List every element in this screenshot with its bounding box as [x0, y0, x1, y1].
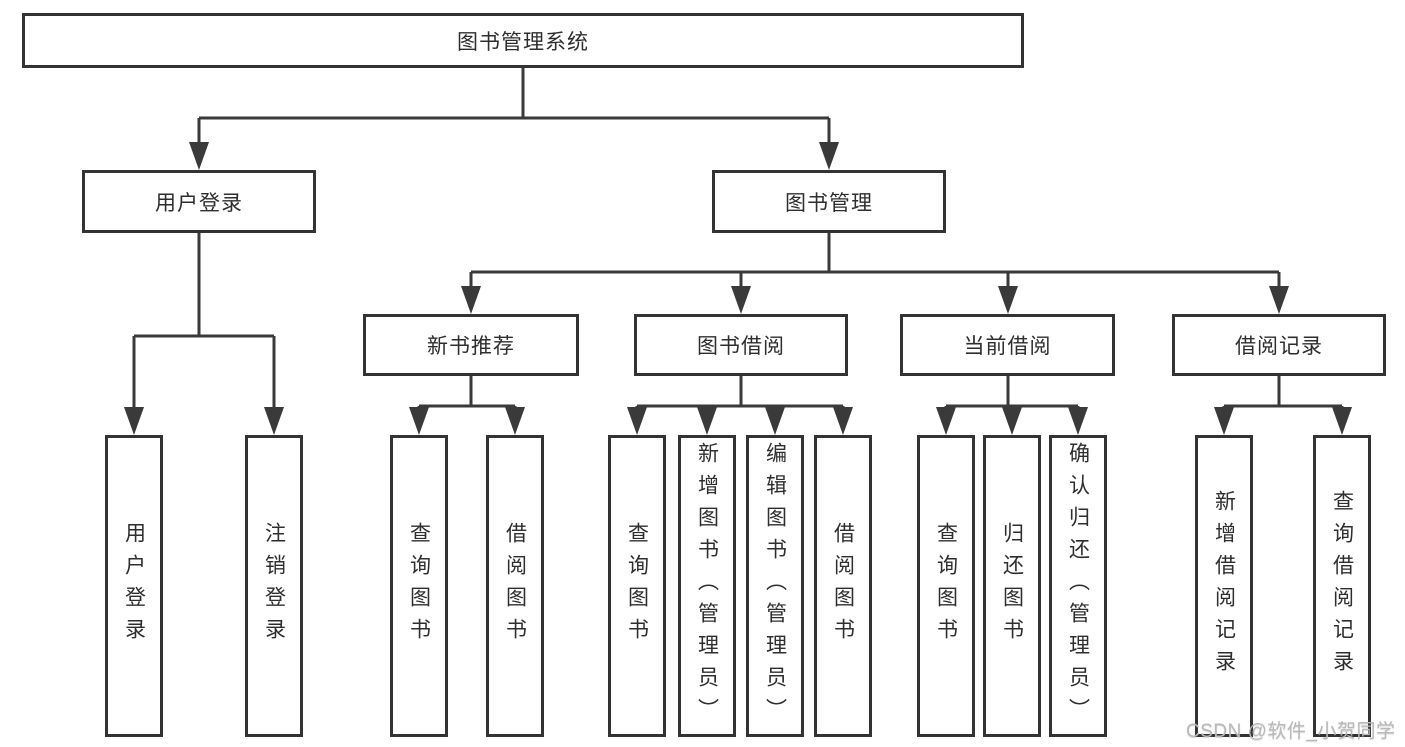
node-user-login: 用户登录 [82, 170, 316, 233]
leaf-confirm-return-admin: 确认归还（管理员） [1049, 435, 1107, 737]
leaf-return-books: 归还图书 [983, 435, 1041, 737]
arrowhead [936, 407, 956, 435]
leaf-user-login: 用户登录 [105, 435, 163, 737]
leaf-borrow-books-recommend: 借阅图书 [486, 435, 544, 737]
connector-root-to-level2 [197, 68, 831, 150]
arrowhead [833, 407, 853, 435]
arrowhead [505, 407, 525, 435]
connector-level3-children [417, 376, 1344, 415]
arrowhead [189, 142, 209, 170]
arrowhead [1214, 407, 1234, 435]
leaf-logout: 注销登录 [245, 435, 303, 737]
arrowhead [461, 286, 481, 314]
node-new-book-recommendation: 新书推荐 [363, 314, 579, 376]
arrowhead [819, 142, 839, 170]
node-book-borrowing: 图书借阅 [634, 314, 848, 376]
arrowhead [697, 407, 717, 435]
arrowhead [1332, 407, 1352, 435]
arrowhead [409, 407, 429, 435]
leaf-add-borrow-record: 新增借阅记录 [1195, 435, 1253, 737]
arrowhead [264, 407, 284, 435]
leaf-query-borrow-record: 查询借阅记录 [1313, 435, 1371, 737]
arrowheads [124, 142, 1352, 435]
arrowhead [1002, 407, 1022, 435]
arrowhead [731, 286, 751, 314]
arrowhead [627, 407, 647, 435]
arrowhead [124, 407, 144, 435]
csdn-watermark: CSDN @软件_小贺同学 [1186, 721, 1396, 742]
connector-book-management-children [469, 233, 1281, 295]
leaf-query-books-recommend: 查询图书 [390, 435, 448, 737]
node-current-borrowing: 当前借阅 [900, 314, 1115, 376]
leaf-add-books-admin: 新增图书（管理员） [678, 435, 736, 737]
arrowhead [765, 407, 785, 435]
leaf-borrow-books-borrowing: 借阅图书 [814, 435, 872, 737]
node-borrowing-records: 借阅记录 [1172, 314, 1386, 376]
connector-user-login-children [132, 233, 276, 415]
leaf-query-books-current: 查询图书 [917, 435, 975, 737]
arrowhead [1269, 286, 1289, 314]
arrowhead [1068, 407, 1088, 435]
leaf-query-books-borrowing: 查询图书 [608, 435, 666, 737]
arrowhead [998, 286, 1018, 314]
node-library-management-system: 图书管理系统 [22, 13, 1024, 68]
leaf-edit-books-admin: 编辑图书（管理员） [746, 435, 804, 737]
node-book-management: 图书管理 [712, 170, 946, 233]
